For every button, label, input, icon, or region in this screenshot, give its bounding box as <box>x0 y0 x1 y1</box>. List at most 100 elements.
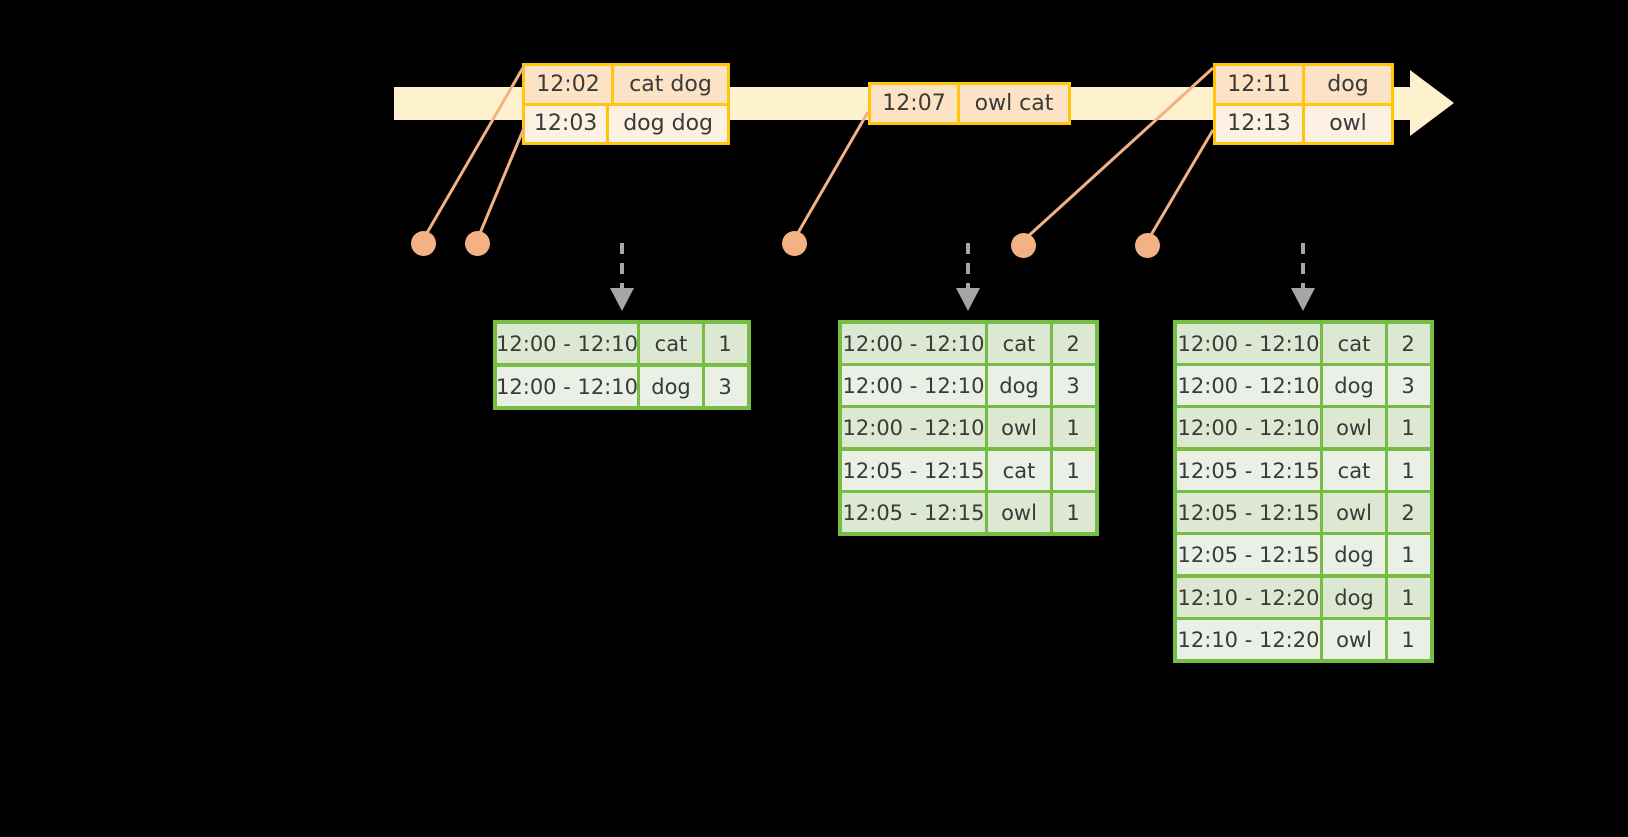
cell-key: dog <box>1334 373 1374 398</box>
column-divider <box>1320 493 1323 532</box>
cell-count: 1 <box>1066 415 1080 440</box>
column-divider <box>1385 535 1388 574</box>
event-row: 12:11 dog <box>1216 66 1391 103</box>
row-divider <box>1177 447 1430 451</box>
column-divider <box>702 324 705 363</box>
column-divider <box>985 408 988 447</box>
column-divider <box>1385 493 1388 532</box>
cell-window-range: 12:00 - 12:10 <box>1177 373 1320 398</box>
cell-window-range: 12:10 - 12:20 <box>1177 627 1320 652</box>
cell-key: cat <box>1337 331 1371 356</box>
column-divider <box>1320 408 1323 447</box>
cell-window-range: 12:10 - 12:20 <box>1177 585 1320 610</box>
event-dot <box>782 231 807 256</box>
cell-count: 1 <box>1066 500 1080 525</box>
row-divider <box>1177 532 1430 535</box>
event-row: 12:03 dog dog <box>525 102 727 142</box>
event-values: owl cat <box>974 91 1054 116</box>
cell-count: 1 <box>1401 542 1415 567</box>
row-divider <box>497 363 747 367</box>
column-divider <box>1320 451 1323 490</box>
event-box-3[interactable]: 12:11 dog 12:13 owl <box>1213 63 1394 145</box>
row-divider <box>1177 574 1430 578</box>
cell-count: 3 <box>1066 373 1080 398</box>
cell-count: 1 <box>1401 585 1415 610</box>
cell-key: cat <box>1002 331 1036 356</box>
cell-count: 2 <box>1401 331 1415 356</box>
cell-count: 1 <box>718 331 732 356</box>
cell-window-range: 12:00 - 12:10 <box>842 415 985 440</box>
cell-window-range: 12:05 - 12:15 <box>842 500 985 525</box>
event-row: 12:02 cat dog <box>525 66 727 103</box>
event-time: 12:02 <box>525 66 614 103</box>
event-box-1[interactable]: 12:02 cat dog 12:03 dog dog <box>522 63 730 145</box>
event-values: dog dog <box>623 111 713 137</box>
cell-count: 2 <box>1066 331 1080 356</box>
cell-key: cat <box>1337 458 1371 483</box>
table-row[interactable]: 12:05 - 12:15 owl 1 <box>842 493 1095 532</box>
table-row[interactable]: 12:10 - 12:20 dog 1 <box>1177 578 1430 617</box>
event-values: owl <box>1329 111 1367 137</box>
column-divider <box>1050 408 1053 447</box>
event-time: 12:11 <box>1216 66 1305 103</box>
event-values: cat dog <box>629 71 712 97</box>
event-row: 12:13 owl <box>1216 102 1391 142</box>
cell-count: 2 <box>1401 500 1415 525</box>
column-divider <box>1320 620 1323 659</box>
column-divider <box>985 366 988 405</box>
cell-key: cat <box>1002 458 1036 483</box>
row-divider <box>1177 405 1430 408</box>
cell-window-range: 12:00 - 12:10 <box>842 373 985 398</box>
column-divider <box>1320 324 1323 363</box>
cell-count: 1 <box>1401 415 1415 440</box>
flow-arrow-3 <box>1291 243 1315 311</box>
event-dot <box>1011 233 1036 258</box>
cell-key: dog <box>651 374 691 399</box>
cell-window-range: 12:00 - 12:10 <box>842 331 985 356</box>
flow-arrow-2 <box>956 243 980 311</box>
column-divider <box>1320 535 1323 574</box>
column-divider <box>1050 324 1053 363</box>
flow-arrow-1 <box>610 243 634 311</box>
column-divider <box>1320 578 1323 617</box>
row-divider <box>1177 363 1430 366</box>
event-box-2[interactable]: 12:07 owl cat <box>868 82 1071 125</box>
row-divider <box>842 490 1095 493</box>
timeline-arrow-head <box>1410 70 1454 136</box>
cell-key: owl <box>1336 415 1372 440</box>
cell-window-range: 12:05 - 12:15 <box>1177 458 1320 483</box>
cell-key: owl <box>1336 627 1372 652</box>
table-row[interactable]: 12:00 - 12:10 cat 2 <box>842 324 1095 363</box>
column-divider <box>985 324 988 363</box>
cell-window-range: 12:00 - 12:10 <box>1177 331 1320 356</box>
cell-key: owl <box>1001 500 1037 525</box>
cell-key: dog <box>1334 585 1374 610</box>
cell-window-range: 12:00 - 12:10 <box>496 374 638 399</box>
column-divider <box>702 367 705 406</box>
column-divider <box>637 367 640 406</box>
cell-key: cat <box>654 331 688 356</box>
cell-key: owl <box>1001 415 1037 440</box>
event-time: 12:07 <box>871 85 960 122</box>
column-divider <box>1385 451 1388 490</box>
row-divider <box>1177 617 1430 620</box>
table-row[interactable]: 12:00 - 12:10 cat 2 <box>1177 324 1430 363</box>
event-dot <box>1135 233 1160 258</box>
cell-count: 1 <box>1066 458 1080 483</box>
column-divider <box>637 324 640 363</box>
table-row[interactable]: 12:00 - 12:10 owl 1 <box>842 408 1095 447</box>
